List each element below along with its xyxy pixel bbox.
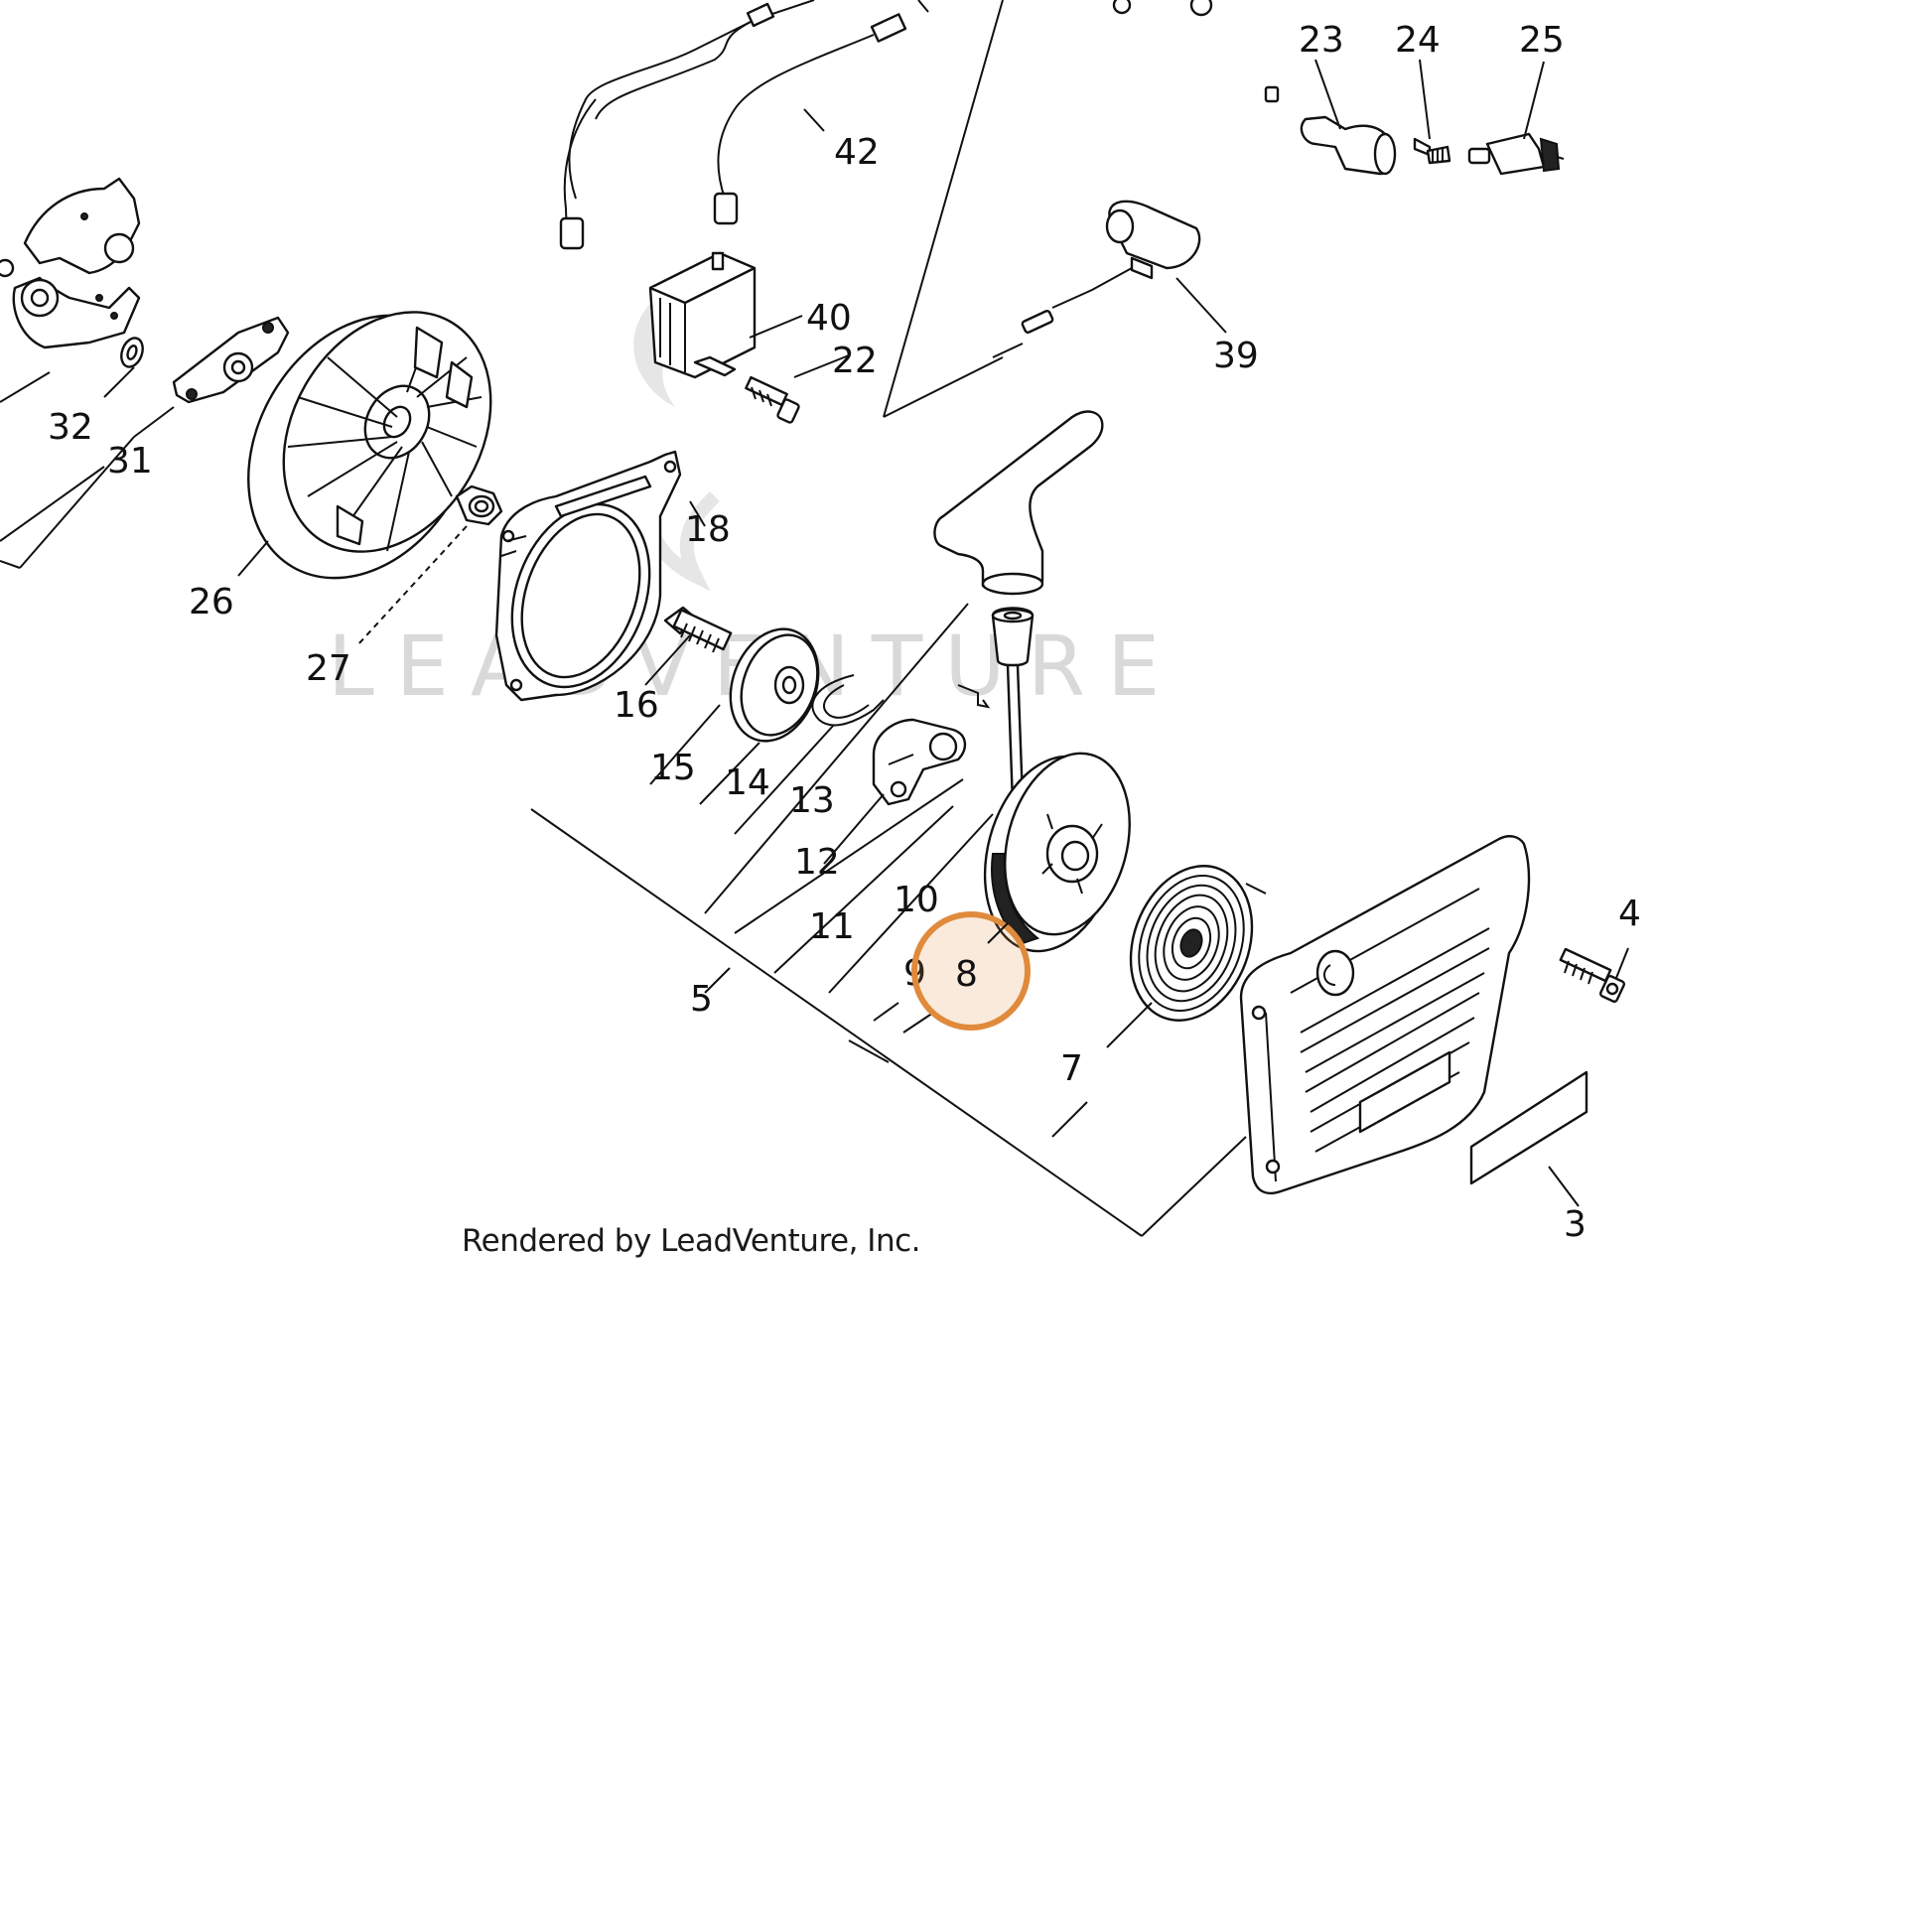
- callout-16[interactable]: 16: [614, 685, 659, 726]
- callout-14[interactable]: 14: [725, 762, 770, 803]
- callout-10[interactable]: 10: [894, 880, 939, 920]
- bearing-plate[interactable]: [172, 316, 290, 404]
- callout-42[interactable]: 42: [834, 132, 880, 173]
- decal-label-part-3[interactable]: [1469, 1070, 1588, 1185]
- ignition-module-part-40[interactable]: [648, 251, 757, 379]
- spring-clip-part-14[interactable]: [811, 674, 885, 727]
- callout-32[interactable]: 32: [48, 407, 93, 448]
- callout-11[interactable]: 11: [809, 906, 855, 947]
- small-spring-part-13[interactable]: [957, 684, 991, 709]
- callout-12[interactable]: 12: [794, 842, 840, 883]
- washer-part-31[interactable]: [117, 335, 146, 369]
- pulley-part-9[interactable]: [964, 740, 1149, 967]
- callout-40[interactable]: 40: [806, 298, 852, 339]
- leader-lines: [0, 59, 1629, 1207]
- clutch-part-32[interactable]: [0, 177, 141, 349]
- callout-39[interactable]: 39: [1213, 336, 1259, 376]
- callout-18[interactable]: 18: [685, 509, 731, 550]
- callout-26[interactable]: 26: [189, 582, 234, 622]
- selected-callout-8[interactable]: 8: [911, 911, 1031, 1031]
- callout-25[interactable]: 25: [1519, 20, 1565, 61]
- callout-15[interactable]: 15: [650, 748, 696, 788]
- callout-4[interactable]: 4: [1618, 894, 1641, 934]
- spark-plug-cap-part-23[interactable]: [1300, 115, 1397, 176]
- credit-text: Rendered by LeadVenture, Inc.: [462, 1223, 920, 1259]
- callout-23[interactable]: 23: [1299, 20, 1344, 61]
- assembly-lines: [0, 0, 1247, 1237]
- callout-31[interactable]: 31: [107, 441, 153, 482]
- callout-27[interactable]: 27: [306, 648, 351, 689]
- screw-part-22[interactable]: [745, 375, 800, 424]
- callout-13[interactable]: 13: [789, 780, 835, 821]
- ratchet-plate-part-15[interactable]: [716, 617, 834, 754]
- starter-pulley-housing-part-18[interactable]: [487, 450, 682, 707]
- wire-harness-part-42[interactable]: [559, 0, 1213, 250]
- spring-connector-part-24[interactable]: [1413, 137, 1451, 165]
- callout-22[interactable]: 22: [832, 341, 878, 381]
- starter-cover-part-5[interactable]: [1239, 835, 1531, 1195]
- bolt-part-16[interactable]: [663, 606, 733, 653]
- callout-7[interactable]: 7: [1060, 1048, 1083, 1089]
- callout-3[interactable]: 3: [1564, 1204, 1587, 1245]
- nut-part-27[interactable]: [455, 484, 503, 526]
- callout-8: 8: [955, 954, 978, 995]
- ignition-coil-part-39[interactable]: [992, 49, 1280, 358]
- pawl-part-12[interactable]: [872, 718, 967, 806]
- starter-handle[interactable]: [933, 410, 1104, 667]
- callout-labels: 42 40 22 23 24 25 39 32 31 26 27 18 16 1…: [48, 20, 1641, 1245]
- callout-5[interactable]: 5: [690, 979, 713, 1020]
- flywheel-part-26[interactable]: [203, 274, 532, 619]
- spark-plug-part-25[interactable]: [1467, 132, 1565, 176]
- recoil-spring-part-7[interactable]: [1110, 849, 1273, 1037]
- screw-part-4[interactable]: [1559, 947, 1626, 1003]
- selection-ring: [911, 911, 1031, 1031]
- callout-24[interactable]: 24: [1395, 20, 1441, 61]
